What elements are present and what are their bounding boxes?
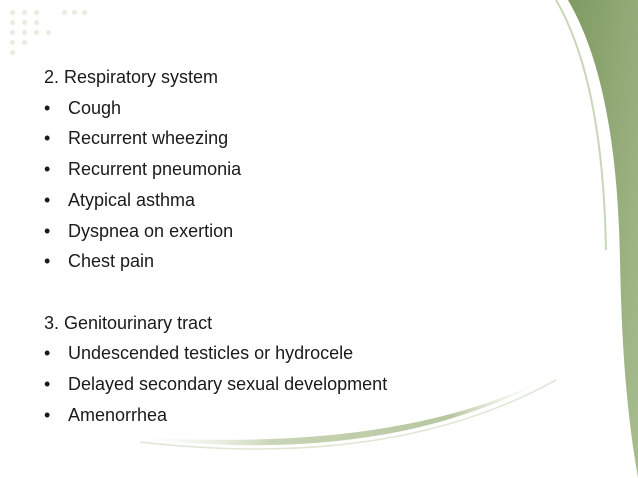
bullet-icon: • [44,251,51,272]
list-item: • Atypical asthma [44,185,387,216]
list-item-text: Undescended testicles or hydrocele [68,343,354,364]
slide-body: 2. Respiratory system • Cough • Recurrent … [44,62,387,430]
decorative-bottom-swoosh [120,372,560,450]
list-item: • Chest pain [44,246,387,277]
list-item-text: Cough [68,97,122,118]
bullet-list: • Undescended testicles or hydrocele • Del… [44,338,387,430]
list-item-text: Atypical asthma [68,189,196,210]
list-item-text: Recurrent pneumonia [68,159,242,180]
list-item: • Undescended testicles or hydrocele [44,338,387,369]
list-item: • Amenorrhea [44,400,387,431]
section-genitourinary: 3. Genitourinary tract • Undescended test… [44,308,387,431]
bullet-icon: • [44,343,51,364]
section-heading: 2. Respiratory system [44,67,219,87]
bullet-icon: • [44,374,51,395]
section-respiratory: 2. Respiratory system • Cough • Recurrent … [44,62,387,277]
bullet-icon: • [44,404,51,425]
list-item-text: Dyspnea on exertion [68,220,234,241]
bullet-icon: • [44,189,51,210]
list-item-text: Recurrent wheezing [68,128,229,149]
decorative-corner-band [555,0,638,478]
bullet-list: • Cough • Recurrent wheezing • Recurrent pn… [44,93,387,277]
list-item: • Dyspnea on exertion [44,216,387,247]
list-item: • Delayed secondary sexual development [44,369,387,400]
bullet-icon: • [44,128,51,149]
section-spacer [44,277,387,308]
list-item-text: Amenorrhea [68,404,168,425]
bullet-icon: • [44,220,51,241]
list-item-text: Chest pain [68,251,155,272]
bullet-icon: • [44,159,51,180]
list-item: • Recurrent pneumonia [44,154,387,185]
list-item: • Cough [44,93,387,124]
bullet-icon: • [44,97,51,118]
list-item: • Recurrent wheezing [44,123,387,154]
section-heading: 3. Genitourinary tract [44,312,213,333]
list-item-text: Delayed secondary sexual development [68,374,388,395]
